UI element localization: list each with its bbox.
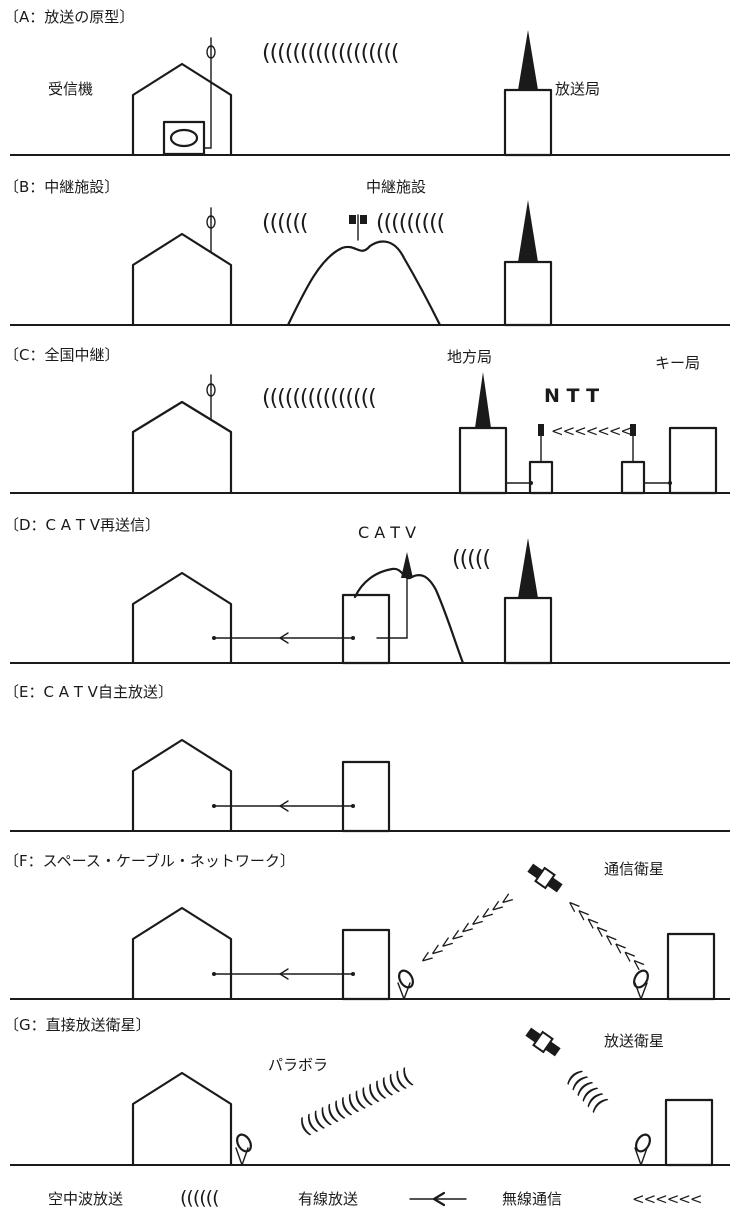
airwave-signal-left: ((((((: [262, 211, 308, 236]
station-building: [505, 90, 551, 155]
panel-e: 〔E：C A T V自主放送〕: [4, 683, 730, 831]
legend-airwave-symbol: ((((((: [180, 1187, 218, 1209]
airwave-signal-right: (((((((((: [376, 211, 444, 236]
legend: 空中波放送 (((((( 有線放送 無線通信 <<<<<<: [48, 1187, 701, 1209]
antenna-icon: [204, 38, 215, 148]
legend-wireless-symbol: <<<<<<: [632, 1190, 701, 1208]
catv-station-building: [343, 930, 389, 999]
mountain: [288, 242, 440, 325]
wired-cable: [212, 801, 355, 811]
relay-facility-label: 中継施設: [366, 178, 426, 196]
legend-wireless-label: 無線通信: [502, 1190, 562, 1208]
broadcast-station-label: 放送局: [555, 80, 600, 98]
panel-g: 〔G：直接放送衛星〕 パラボラ 放送衛星 (((((((((((((((( ((…: [4, 1016, 730, 1165]
house: [133, 234, 231, 325]
key-station-label: キー局: [655, 354, 700, 372]
parabola-antenna-icon: [234, 1132, 253, 1165]
relay-antenna-icon: [349, 215, 367, 240]
catv-headend-building: [343, 595, 389, 663]
ntt-relay-left: [506, 424, 552, 493]
panel-g-title: 〔G：直接放送衛星〕: [4, 1016, 151, 1034]
receiver-label: 受信機: [48, 80, 93, 98]
legend-wired-label: 有線放送: [298, 1190, 358, 1208]
panel-c-title: 〔C：全国中継〕: [4, 346, 119, 364]
house: [133, 1073, 231, 1165]
airwave-signal: ((((((((((((((((((: [262, 41, 399, 66]
station-building: [668, 934, 714, 999]
wired-cable: [212, 969, 355, 979]
wireless-signal: <<<<<<<: [551, 422, 632, 440]
station-building: [666, 1100, 712, 1165]
wireless-uplink-signal: <<<<<<<<<: [415, 888, 516, 969]
station-building: [505, 598, 551, 663]
house: [133, 573, 231, 663]
key-station-building: [670, 428, 716, 493]
legend-wired-symbol: [410, 1193, 466, 1205]
broadcast-satellite-label: 放送衛星: [604, 1032, 664, 1050]
house: [133, 402, 231, 493]
house: [133, 908, 231, 999]
airwave-downlink-signal: ((((((((((((((((: [296, 1065, 416, 1141]
panel-d: 〔D：C A T V再送信〕 C A T V (((((: [4, 516, 730, 663]
wired-cable: [212, 633, 355, 643]
antenna-icon: [207, 208, 215, 252]
parabola-label: パラボラ: [268, 1056, 328, 1074]
satellite-icon: [524, 1025, 563, 1059]
panel-b-title: 〔B：中継施設〕: [4, 178, 119, 196]
mountain: [355, 569, 463, 663]
house: [133, 740, 231, 831]
parabola-antenna-icon: [396, 968, 415, 999]
panel-a: 〔A：放送の原型〕 受信機 放送局 ((((((((((((((((((: [4, 8, 730, 155]
airwave-signal: (((((((((((((((: [262, 386, 376, 411]
transmission-tower-icon: [518, 538, 538, 598]
local-station-building: [460, 372, 506, 493]
panel-f-title: 〔F：スペース・ケーブル・ネットワーク〕: [4, 852, 295, 870]
panel-d-title: 〔D：C A T V再送信〕: [4, 516, 160, 534]
panel-f: 〔F：スペース・ケーブル・ネットワーク〕 通信衛星 <<<<<<<<< <<<<…: [4, 852, 730, 999]
legend-airwave-label: 空中波放送: [48, 1190, 123, 1208]
catv-station-building: [343, 762, 389, 831]
transmission-tower-icon: [518, 30, 538, 90]
airwave-uplink-signal: ((((((: [562, 1065, 611, 1116]
wireless-downlink-signal: <<<<<<<<: [562, 894, 648, 975]
transmission-tower-icon: [518, 200, 538, 262]
parabola-antenna-icon: [633, 1132, 652, 1165]
local-station-label: 地方局: [447, 348, 492, 366]
panel-b: 〔B：中継施設〕 中継施設 (((((( (((((((((: [4, 178, 730, 325]
ntt-label: N T T: [544, 385, 599, 407]
satellite-icon: [526, 861, 565, 895]
house: [133, 64, 231, 155]
station-building: [505, 262, 551, 325]
communication-satellite-label: 通信衛星: [604, 860, 664, 878]
panel-a-title: 〔A：放送の原型〕: [4, 8, 134, 26]
catv-label: C A T V: [358, 523, 416, 542]
panel-c: 〔C：全国中継〕 地方局 キー局 N T T ((((((((((((((( <…: [4, 346, 730, 493]
tv-set-icon: [164, 122, 204, 154]
parabola-antenna-icon: [631, 968, 650, 999]
airwave-signal: (((((: [452, 547, 490, 572]
panel-e-title: 〔E：C A T V自主放送〕: [4, 683, 173, 701]
antenna-icon: [207, 375, 215, 420]
